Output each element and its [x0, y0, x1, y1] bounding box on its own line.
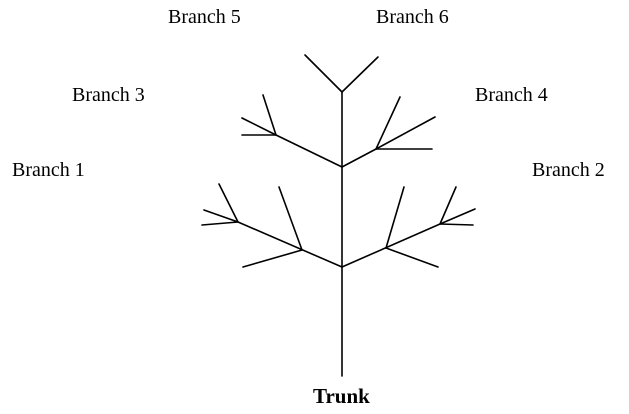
branch-2-low-twig: [385, 247, 439, 268]
branch-4-label: Branch 4: [475, 84, 548, 106]
branch-1-inner-twig: [278, 186, 303, 251]
branch-3-twig-mid: [241, 117, 277, 136]
branch-6-line: [341, 56, 379, 93]
branch-4-limb: [341, 148, 377, 168]
branch-2-twig-c: [439, 223, 474, 226]
branch-5-line: [304, 54, 343, 93]
branch-1-limb: [237, 221, 343, 268]
branch-3-twig-up: [262, 94, 277, 136]
branch-6-label: Branch 6: [376, 6, 449, 28]
branch-1-twig-b: [203, 209, 239, 223]
branch-4-twig-out: [375, 116, 436, 150]
branch-1-low-twig: [242, 249, 303, 268]
branch-4-twig-up: [375, 96, 401, 150]
branch-1-twig-c: [201, 221, 239, 226]
branch-5-label: Branch 5: [168, 6, 241, 28]
branch-2-label: Branch 2: [532, 159, 605, 181]
branch-2-inner-twig: [385, 186, 405, 249]
branch-3-limb: [275, 134, 343, 168]
branch-1-label: Branch 1: [12, 159, 85, 181]
trunk-label: Trunk: [313, 384, 370, 408]
branch-1-twig-a: [218, 183, 239, 223]
branch-2-twig-a: [439, 186, 457, 225]
branch-2-limb: [341, 223, 441, 268]
branch-2-twig-b: [439, 208, 476, 225]
branch-3-label: Branch 3: [72, 84, 145, 106]
